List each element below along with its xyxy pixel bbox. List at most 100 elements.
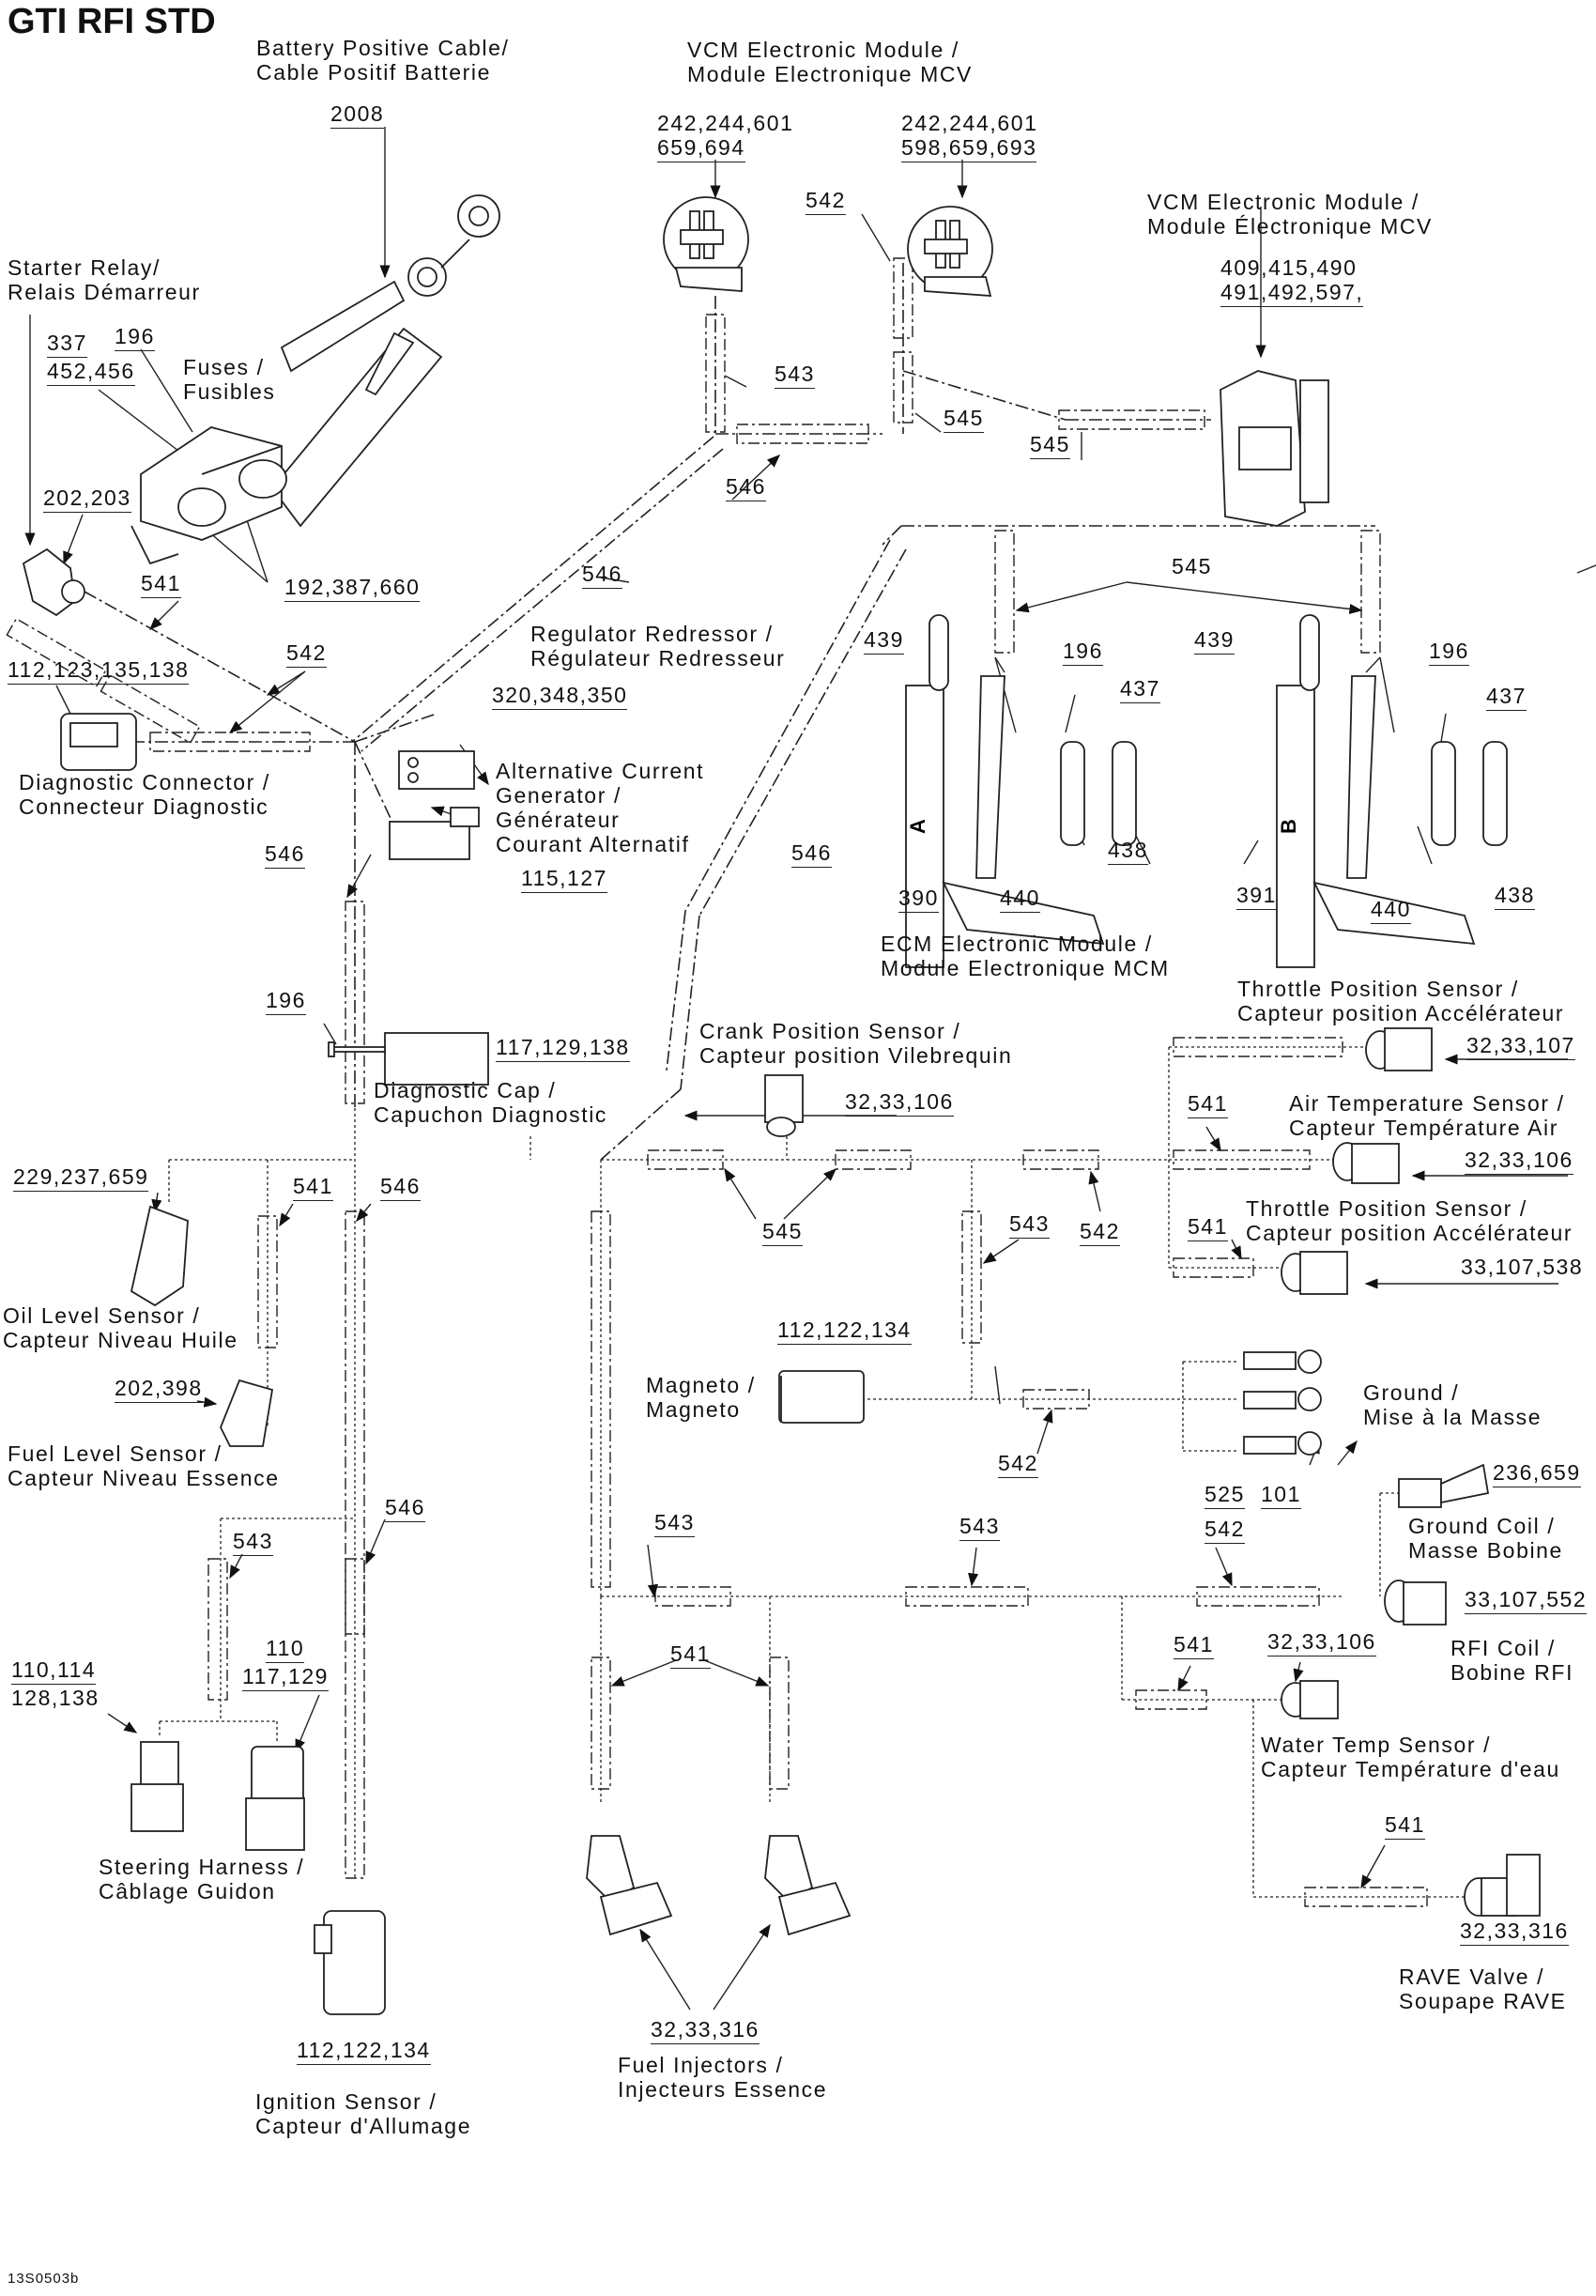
rave-valve-parts: 32,33,316 bbox=[1460, 1918, 1569, 1946]
ignition-sensor-parts: 112,122,134 bbox=[297, 2038, 431, 2065]
fuel-sensor-label-en: Fuel Level Sensor / bbox=[8, 1441, 223, 1466]
water-temp-label-fr: Capteur Température d'eau bbox=[1261, 1757, 1560, 1781]
ref-542-mag: 542 bbox=[998, 1451, 1038, 1478]
diagnostic-cap-icon bbox=[328, 1032, 489, 1086]
ref-541-oil: 541 bbox=[293, 1174, 333, 1201]
crank-sensor-label-fr: Capteur position Vilebrequin bbox=[699, 1043, 1013, 1068]
page-title: GTI RFI STD bbox=[8, 2, 216, 41]
vcm-connector-1-parts-l1: 242,244,601 bbox=[657, 111, 794, 135]
ref-542-low-r: 542 bbox=[1205, 1517, 1245, 1544]
ground-525: 525 bbox=[1205, 1482, 1245, 1509]
oil-sensor-label-en: Oil Level Sensor / bbox=[3, 1303, 201, 1328]
ignition-sensor-icon bbox=[314, 1910, 386, 2015]
ecm-b-439: 439 bbox=[1194, 627, 1235, 655]
rave-valve-label-fr: Soupape RAVE bbox=[1399, 1989, 1567, 2013]
ac-generator-label-l2: Generator / bbox=[496, 783, 622, 808]
battery-cable-parts: 2008 bbox=[330, 101, 385, 129]
steering-connector-1-icon bbox=[130, 1741, 184, 1832]
vcm-top-label-fr: Module Electronique MCV bbox=[687, 62, 973, 86]
ref-541-tps2: 541 bbox=[1188, 1214, 1228, 1241]
steering-parts-b1: 110 bbox=[266, 1636, 305, 1663]
ref-543-steer: 543 bbox=[233, 1529, 273, 1556]
fuel-injectors-label-fr: Injecteurs Essence bbox=[618, 2077, 828, 2102]
ref-541-rave: 541 bbox=[1385, 1812, 1425, 1840]
regulator-label-en: Regulator Redressor / bbox=[530, 622, 774, 646]
diagnostic-cap-label-fr: Capuchon Diagnostic bbox=[374, 1102, 608, 1127]
ref-545-crank: 545 bbox=[762, 1219, 803, 1246]
ref-546-low: 546 bbox=[385, 1495, 425, 1522]
rfi-coil-icon bbox=[1384, 1579, 1447, 1626]
diagnostic-connector-label-fr: Connecteur Diagnostic bbox=[19, 794, 269, 819]
rfi-coil-parts: 33,107,552 bbox=[1465, 1587, 1588, 1614]
drawing-code: 13S0503b bbox=[8, 2271, 80, 2287]
ref-541-tps: 541 bbox=[1188, 1091, 1228, 1118]
air-temp-label-en: Air Temperature Sensor / bbox=[1289, 1091, 1565, 1116]
oil-level-sensor-icon bbox=[130, 1205, 189, 1307]
ref-543-low-m: 543 bbox=[959, 1514, 1000, 1541]
steering-label-fr: Câblage Guidon bbox=[99, 1879, 276, 1903]
battery-cable-label-fr: Cable Positif Batterie bbox=[256, 60, 491, 85]
ref-542-mid: 542 bbox=[1080, 1219, 1120, 1246]
ecm-b-letter-mark: B bbox=[1277, 819, 1300, 834]
fuel-level-sensor-icon bbox=[220, 1379, 274, 1447]
ecm-harness-ref: 545 bbox=[1172, 554, 1212, 578]
magneto-icon bbox=[778, 1370, 865, 1424]
fuel-injectors-label-en: Fuel Injectors / bbox=[618, 2053, 784, 2077]
ground-lug-icons bbox=[1243, 1349, 1322, 1456]
vcm-module-parts-l2: 491,492,597, bbox=[1220, 280, 1364, 307]
ac-generator-label-l1: Alternative Current bbox=[496, 759, 705, 783]
water-temp-parts: 32,33,106 bbox=[1267, 1629, 1376, 1657]
ignition-sensor-label-en: Ignition Sensor / bbox=[255, 2089, 437, 2114]
ref-545-top: 545 bbox=[944, 406, 984, 433]
steering-parts-b2: 117,129 bbox=[242, 1664, 329, 1691]
vcm-module-label-en: VCM Electronic Module / bbox=[1147, 190, 1420, 214]
ac-generator-connector-icon bbox=[389, 807, 480, 860]
rfi-coil-label-fr: Bobine RFI bbox=[1450, 1660, 1574, 1685]
vcm-module-label-fr: Module Électronique MCV bbox=[1147, 214, 1433, 239]
magneto-label-en: Magneto / bbox=[646, 1373, 756, 1397]
ref-546-top: 546 bbox=[726, 474, 766, 501]
regulator-parts: 320,348,350 bbox=[492, 683, 628, 710]
harness-sleeves bbox=[6, 257, 1428, 1907]
throttle-sensor-1-label-fr: Capteur position Accélérateur bbox=[1237, 1001, 1565, 1025]
fuses-parts-c: 196 bbox=[115, 324, 155, 351]
ecm-b-391: 391 bbox=[1236, 883, 1277, 910]
ecm-b-196: 196 bbox=[1429, 639, 1469, 666]
ecm-module-b-icon bbox=[1276, 614, 1508, 968]
wire-lines bbox=[159, 1046, 1465, 1898]
steering-parts-a1: 110,114 bbox=[11, 1657, 97, 1685]
ref-545-vcm: 545 bbox=[1030, 432, 1070, 459]
water-temp-label-en: Water Temp Sensor / bbox=[1261, 1733, 1492, 1757]
throttle-sensor-2-parts: 33,107,538 bbox=[1461, 1255, 1584, 1279]
crank-sensor-label-en: Crank Position Sensor / bbox=[699, 1019, 961, 1043]
vcm-top-label-en: VCM Electronic Module / bbox=[687, 38, 959, 62]
ecm-a-196: 196 bbox=[1063, 639, 1103, 666]
diagnostic-connector-parts: 112,123,135,138 bbox=[8, 657, 190, 685]
water-temp-sensor-icon bbox=[1281, 1680, 1339, 1719]
starter-relay-label-en: Starter Relay/ bbox=[8, 255, 161, 280]
vcm-module-parts-l1: 409,415,490 bbox=[1220, 255, 1358, 280]
ref-543-top: 543 bbox=[775, 362, 815, 389]
fuses-parts-d: 192,387,660 bbox=[284, 575, 421, 602]
leader-lines bbox=[24, 127, 1596, 2011]
fuel-injector-1-icon bbox=[586, 1835, 673, 1936]
diagnostic-connector-label-en: Diagnostic Connector / bbox=[19, 770, 270, 794]
diagnostic-cap-parts: 117,129,138 bbox=[496, 1035, 630, 1062]
throttle-sensor-1-icon bbox=[1365, 1027, 1433, 1071]
fuses-parts-a: 337 bbox=[47, 331, 87, 358]
steering-parts-a2: 128,138 bbox=[11, 1686, 100, 1710]
throttle-sensor-1-parts: 32,33,107 bbox=[1466, 1033, 1575, 1060]
crank-sensor-parts: 32,33,106 bbox=[845, 1089, 954, 1117]
starter-relay-parts: 202,203 bbox=[43, 485, 131, 513]
ref-546-diag: 546 bbox=[265, 841, 305, 869]
starter-relay-label-fr: Relais Démarreur bbox=[8, 280, 201, 304]
ecm-b-438: 438 bbox=[1495, 883, 1535, 910]
fuses-label-fr: Fusibles bbox=[183, 379, 276, 404]
throttle-sensor-1-label-en: Throttle Position Sensor / bbox=[1237, 977, 1519, 1001]
vcm-module-icon bbox=[1220, 370, 1329, 527]
fuel-sensor-parts: 202,398 bbox=[115, 1376, 203, 1403]
fuse-block-icon bbox=[130, 426, 287, 565]
diagnostic-connector-icon bbox=[60, 713, 137, 771]
ecm-a-letter-mark: A bbox=[906, 819, 929, 834]
fuses-label-en: Fuses / bbox=[183, 355, 265, 379]
